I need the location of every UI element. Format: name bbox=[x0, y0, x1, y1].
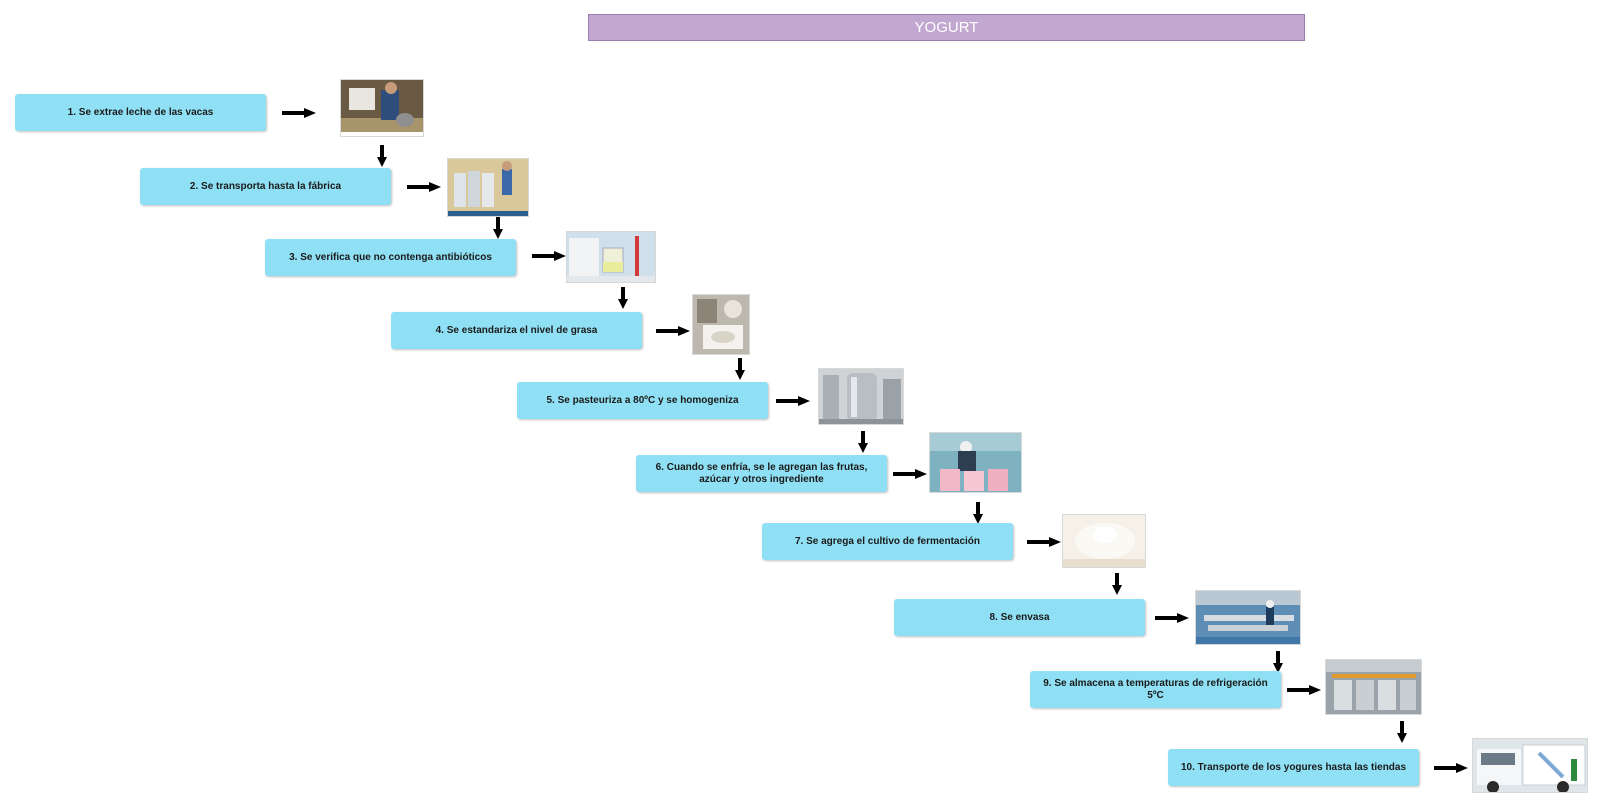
arrow-right-10 bbox=[1434, 763, 1468, 773]
step-9-box: 9. Se almacena a temperaturas de refrige… bbox=[1030, 671, 1281, 708]
arrow-down-9 bbox=[1397, 721, 1407, 743]
arrow-right-3 bbox=[532, 251, 566, 261]
milking-cow-photo bbox=[340, 79, 424, 137]
arrow-down-4 bbox=[735, 358, 745, 380]
arrow-down-3 bbox=[618, 287, 628, 309]
delivery-truck-photo bbox=[1472, 738, 1588, 793]
step-10-box: 10. Transporte de los yogures hasta las … bbox=[1168, 749, 1419, 786]
arrow-right-7 bbox=[1027, 537, 1061, 547]
arrow-right-6 bbox=[893, 469, 927, 479]
arrow-right-8 bbox=[1155, 613, 1189, 623]
yogurt-culture-photo bbox=[1062, 514, 1146, 568]
step-5-box: 5. Se pasteuriza a 80ºC y se homogeniza bbox=[517, 382, 768, 419]
step-6-box: 6. Cuando se enfría, se le agregan las f… bbox=[636, 455, 887, 492]
arrow-down-8 bbox=[1273, 651, 1283, 673]
step-1-box: 1. Se extrae leche de las vacas bbox=[15, 94, 266, 131]
diagram-title: YOGURT bbox=[588, 14, 1305, 41]
arrow-right-5 bbox=[776, 396, 810, 406]
step-2-box: 2. Se transporta hasta la fábrica bbox=[140, 168, 391, 205]
arrow-down-5 bbox=[858, 431, 868, 453]
arrow-right-4 bbox=[656, 326, 690, 336]
arrow-down-1 bbox=[377, 145, 387, 167]
arrow-right-1 bbox=[282, 108, 316, 118]
fat-standardization-photo bbox=[692, 294, 750, 355]
lab-test-photo bbox=[566, 231, 656, 283]
mixing-ingredients-photo bbox=[929, 432, 1022, 493]
arrow-down-7 bbox=[1112, 573, 1122, 595]
step-8-box: 8. Se envasa bbox=[894, 599, 1145, 636]
arrow-down-6 bbox=[973, 502, 983, 524]
packaging-line-photo bbox=[1195, 590, 1301, 645]
arrow-right-2 bbox=[407, 182, 441, 192]
step-4-box: 4. Se estandariza el nivel de grasa bbox=[391, 312, 642, 349]
milk-cans-photo bbox=[447, 158, 529, 217]
pasteurizer-tank-photo bbox=[818, 368, 904, 425]
cold-storage-photo bbox=[1325, 659, 1422, 715]
step-3-box: 3. Se verifica que no contenga antibióti… bbox=[265, 239, 516, 276]
arrow-down-2 bbox=[493, 217, 503, 239]
arrow-right-9 bbox=[1287, 685, 1321, 695]
step-7-box: 7. Se agrega el cultivo de fermentación bbox=[762, 523, 1013, 560]
